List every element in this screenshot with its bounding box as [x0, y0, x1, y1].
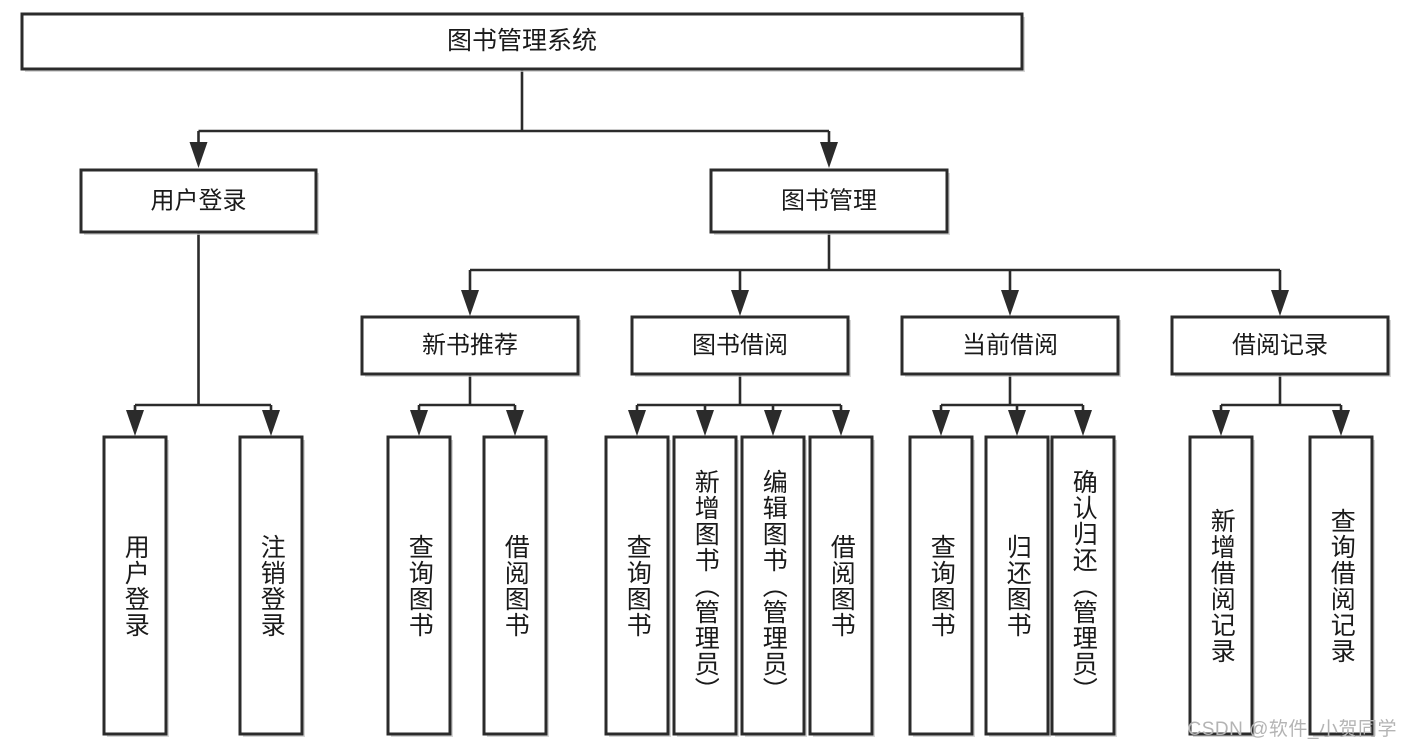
arrow-down-icon-current-borrow-2	[1074, 410, 1092, 436]
arrow-down-icon-new-book-recommend-0	[410, 410, 428, 436]
connectors-layer	[126, 69, 1350, 436]
boxes-layer	[20, 12, 1391, 737]
node-box-return-book[interactable]	[984, 435, 1050, 736]
arrow-down-icon-level1-1	[820, 142, 838, 168]
arrow-down-icon-userlogin-0	[126, 410, 144, 436]
node-box-root[interactable]	[20, 12, 1024, 71]
watermark-text: CSDN @软件_小贺同学	[1187, 719, 1397, 740]
node-box-query-borrow-record[interactable]	[1308, 435, 1374, 736]
node-box-confirm-return-admin[interactable]	[1050, 435, 1116, 736]
arrow-down-icon-level2-3	[1271, 290, 1289, 316]
node-label-user-login: 用户登录	[151, 187, 247, 214]
node-box-user-logout-leaf[interactable]	[238, 435, 304, 736]
node-label-book-management: 图书管理	[781, 187, 877, 214]
arrow-down-icon-book-borrow-0	[628, 410, 646, 436]
arrow-down-icon-userlogin-1	[262, 410, 280, 436]
node-label-root: 图书管理系统	[447, 27, 597, 55]
node-box-query-book-2[interactable]	[604, 435, 670, 736]
node-box-user-login-leaf[interactable]	[102, 435, 168, 736]
arrow-down-icon-current-borrow-0	[932, 410, 950, 436]
arrow-down-icon-new-book-recommend-1	[506, 410, 524, 436]
node-box-current-borrow[interactable]	[900, 315, 1120, 376]
arrow-down-icon-book-borrow-3	[832, 410, 850, 436]
node-label-current-borrow: 当前借阅	[962, 332, 1058, 359]
arrow-down-icon-book-borrow-1	[696, 410, 714, 436]
node-box-query-book-3[interactable]	[908, 435, 974, 736]
node-label-new-book-recommend: 新书推荐	[422, 332, 518, 359]
node-box-user-login[interactable]	[79, 168, 318, 234]
node-box-book-borrow[interactable]	[630, 315, 850, 376]
arrow-down-icon-level2-0	[461, 290, 479, 316]
node-box-add-book-admin[interactable]	[672, 435, 738, 736]
node-box-add-borrow-record[interactable]	[1188, 435, 1254, 736]
node-box-query-book-1[interactable]	[386, 435, 452, 736]
node-label-book-borrow: 图书借阅	[692, 332, 788, 359]
arrow-down-icon-current-borrow-1	[1008, 410, 1026, 436]
arrow-down-icon-level1-0	[189, 142, 208, 168]
node-box-borrow-records[interactable]	[1170, 315, 1390, 376]
arrow-down-icon-borrow-records-0	[1212, 410, 1230, 436]
node-box-edit-book-admin[interactable]	[740, 435, 806, 736]
arrow-down-icon-borrow-records-1	[1332, 410, 1350, 436]
node-box-borrow-book-2[interactable]	[808, 435, 874, 736]
arrow-down-icon-book-borrow-2	[764, 410, 782, 436]
node-box-new-book-recommend[interactable]	[360, 315, 580, 376]
arrow-down-icon-level2-2	[1001, 290, 1019, 316]
node-label-borrow-records: 借阅记录	[1232, 332, 1328, 359]
node-box-book-management[interactable]	[709, 168, 949, 234]
node-box-borrow-book-1[interactable]	[482, 435, 548, 736]
arrow-down-icon-level2-1	[731, 290, 749, 316]
